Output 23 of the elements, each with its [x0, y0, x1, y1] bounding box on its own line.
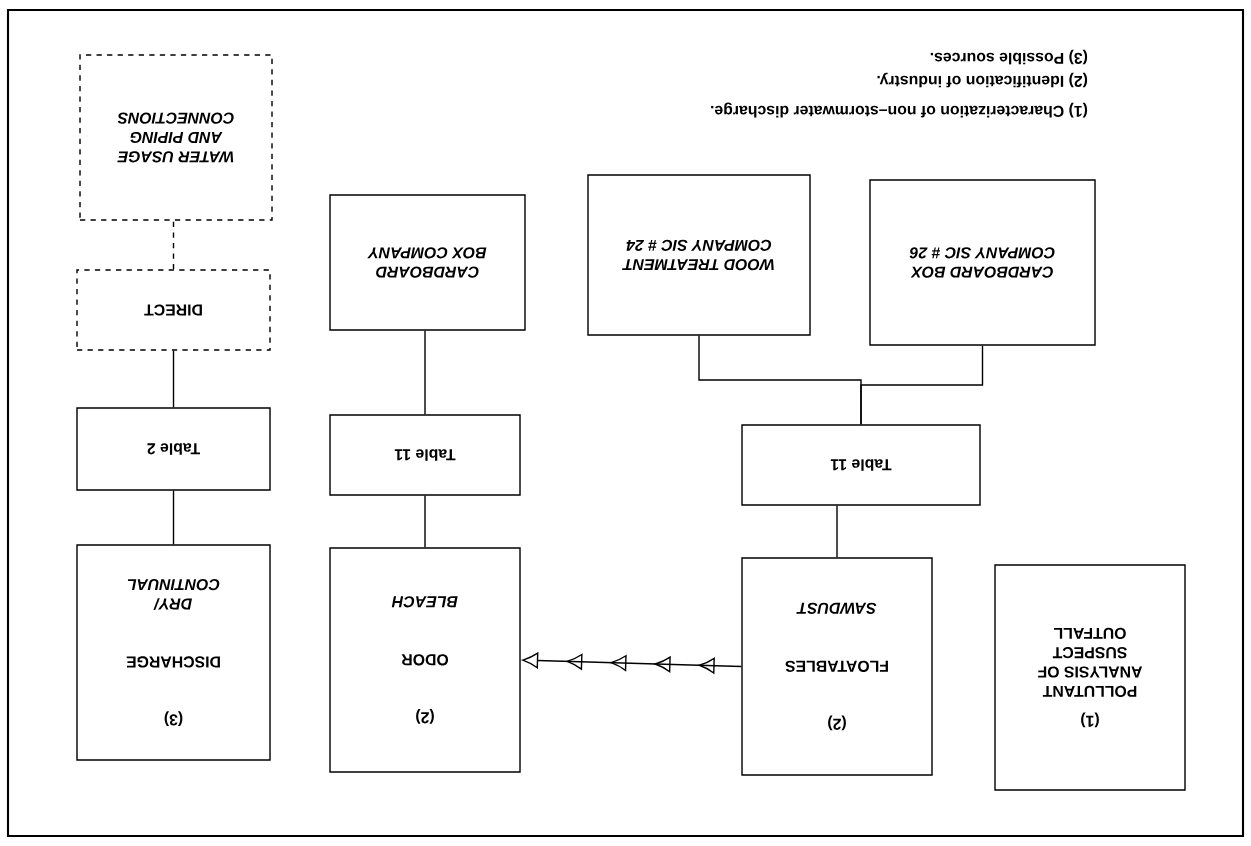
process-box: Table 2 [76, 407, 271, 491]
process-box: CARDBOARD BOX COMPANY SIC # 26 [869, 179, 1096, 346]
process-box: (2) FLOATABLES SAWDUST [741, 557, 933, 776]
connector [424, 495, 426, 548]
process-box: CARDBOARD BOX COMPANY [329, 194, 526, 331]
connector [836, 505, 838, 558]
process-box: (1) POLLUTANT ANALYSIS OF SUSPECT OUTFALL [994, 564, 1186, 791]
connector [698, 335, 862, 425]
process-box: WOOD TREATMENT COMPANY SIC # 24 [587, 174, 811, 336]
connector [172, 490, 175, 545]
process-box: (2) ODOR BLEACH [329, 547, 521, 773]
process-box: Table 11 [329, 414, 521, 496]
note-text: (1) Characterization of non–stormwater discharge. [711, 102, 1088, 118]
note-text: (2) Identification of industry. [877, 72, 1088, 88]
connector [424, 330, 426, 415]
process-box: DIRECT [76, 269, 271, 351]
connector [172, 350, 175, 408]
connector [522, 652, 742, 674]
process-box: Table 11 [741, 424, 981, 506]
process-box: WATER USAGE AND PIPING CONNECTIONS [79, 54, 273, 221]
note-text: (3) Possible sources. [930, 49, 1088, 65]
process-box: (3) DISCHARGE DRY/ CONTINUAL [76, 544, 271, 761]
connector [172, 220, 175, 270]
